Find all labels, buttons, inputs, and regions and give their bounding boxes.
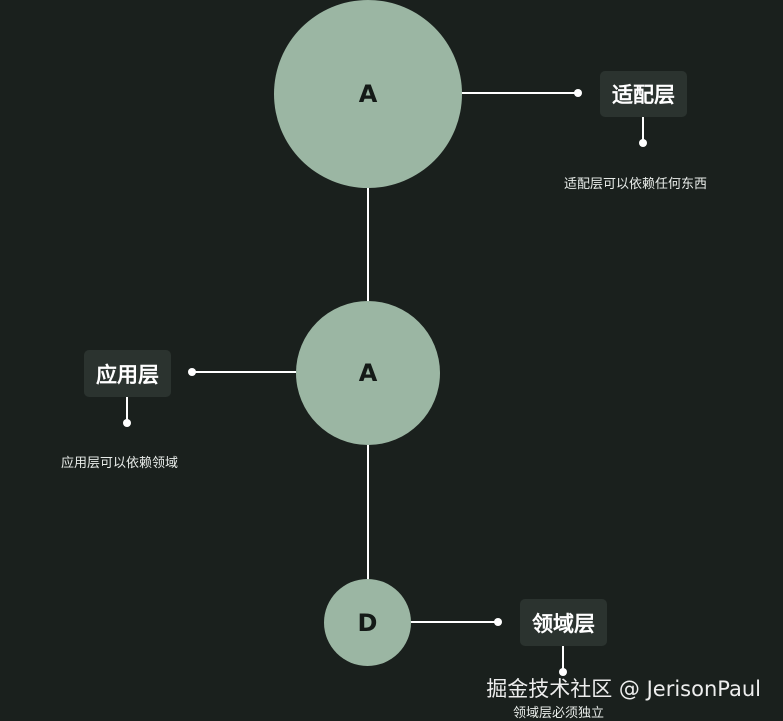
application-layer-description: 应用层可以依赖领域 — [61, 456, 179, 471]
domain-layer-letter: D — [357, 608, 378, 637]
application-layer-tag-label: 应用层 — [96, 362, 159, 387]
adapter-layer-tag-label: 适配层 — [612, 83, 675, 107]
adapter-layer-circle: A — [274, 0, 462, 188]
adapter-layer-letter: A — [358, 80, 378, 108]
middle-connector-dot — [188, 368, 196, 376]
adapter-layer-description: 适配层可以依赖任何东西 — [564, 177, 708, 192]
top-connector-dot — [574, 89, 582, 97]
application-layer-circle: A — [296, 301, 440, 445]
adapter-layer-tag: 适配层 — [600, 71, 687, 117]
middle-tag-stem-dot — [123, 419, 131, 427]
bottom-tag-stem-dot — [559, 668, 567, 676]
application-layer-letter: A — [358, 359, 378, 387]
bottom-connector-dot — [494, 618, 502, 626]
domain-layer-description: 领域层必须独立 — [513, 706, 605, 721]
application-layer-tag: 应用层 — [84, 350, 171, 397]
top-tag-stem-dot — [639, 139, 647, 147]
watermark: 掘金技术社区 @ JerisonPaul — [486, 677, 761, 701]
domain-layer-circle: D — [324, 579, 411, 666]
domain-layer-tag: 领域层 — [520, 599, 607, 646]
domain-layer-tag-label: 领域层 — [532, 611, 595, 636]
